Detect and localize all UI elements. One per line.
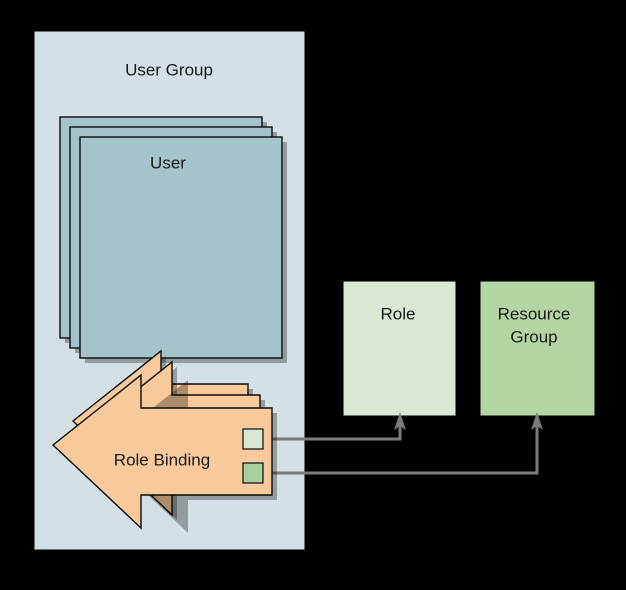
role-binding-port-resource-group-icon[interactable] [242,462,264,484]
arrowhead-role [394,412,406,430]
role-binding-port-role-icon[interactable] [242,428,264,450]
resource-group-box[interactable] [480,281,595,416]
resource-group-node[interactable]: Resource Group [480,281,595,416]
role-binding-node[interactable]: Role Binding [51,349,277,533]
connectors-group [263,412,543,475]
role-box[interactable] [343,281,456,416]
role-binding-label: Role Binding [114,450,210,469]
edge-role-binding-to-resource-group[interactable] [263,424,539,475]
resource-group-label-line1: Resource [498,304,571,323]
user-label: User [150,153,186,172]
user-card-front[interactable] [79,136,283,359]
user-group-label: User Group [125,60,213,79]
role-label: Role [381,304,416,323]
edge-role-binding-to-role[interactable] [263,424,402,441]
resource-group-label-line2: Group [510,327,557,346]
user-stack-node[interactable]: User [59,116,287,363]
role-binding-card-front[interactable] [51,373,273,530]
arrowhead-resource-group [531,412,543,430]
role-node[interactable]: Role [343,281,456,416]
